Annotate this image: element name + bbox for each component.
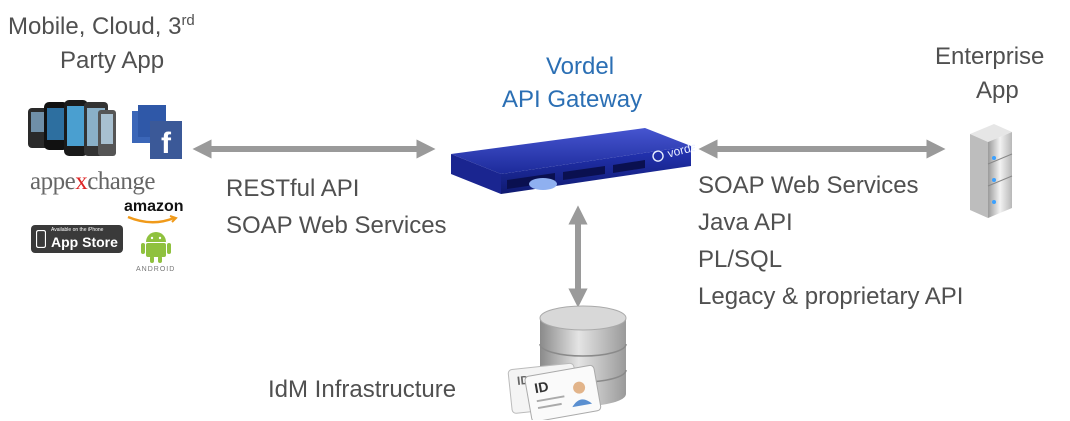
right-protocol-item: Legacy & proprietary API <box>698 283 964 310</box>
gateway-brand-text: vordel <box>666 139 695 160</box>
appexchange-logo: appexchange <box>30 168 155 195</box>
left-protocol-list: RESTful API SOAP Web Services <box>226 170 447 244</box>
gateway-appliance-icon: vordel <box>451 128 695 194</box>
gateway-title-line1: Vordel <box>546 53 615 80</box>
appstore-badge: Available on the iPhone App Store <box>31 225 123 253</box>
facebook-cubes-icon: f <box>132 105 182 160</box>
enterprise-server-icon <box>970 124 1013 218</box>
right-protocol-item: Java API <box>698 209 793 236</box>
amazon-logo: amazon <box>124 198 184 215</box>
left-protocol-item: SOAP Web Services <box>226 212 447 239</box>
id-cards-icon: ID ID <box>507 362 602 420</box>
client-title-line2: Party App <box>60 47 165 74</box>
right-protocol-item: SOAP Web Services <box>698 172 919 199</box>
android-icon <box>141 232 171 263</box>
appstore-small-text: Available on the iPhone <box>51 227 104 233</box>
client-title-sup: rd <box>181 12 195 29</box>
enterprise-title-line1: Enterprise <box>935 43 1045 70</box>
android-label: ANDROID <box>136 266 176 273</box>
enterprise-title-line2: App <box>976 77 1019 104</box>
facebook-letter: f <box>161 127 172 160</box>
iphone-icon <box>36 230 46 248</box>
id-card-text: ID <box>533 378 550 396</box>
client-title-line1: Mobile, Cloud, 3rd <box>8 12 195 40</box>
right-protocol-list: SOAP Web Services Java API PL/SQL Legacy… <box>698 167 963 315</box>
mobile-phones-icon <box>28 100 116 156</box>
appstore-text: App Store <box>51 234 118 250</box>
gateway-title-line2: API Gateway <box>502 86 643 113</box>
left-protocol-item: RESTful API <box>226 175 360 202</box>
idm-label: IdM Infrastructure <box>268 376 457 403</box>
amazon-smile-icon <box>127 215 178 224</box>
right-protocol-item: PL/SQL <box>698 246 783 273</box>
